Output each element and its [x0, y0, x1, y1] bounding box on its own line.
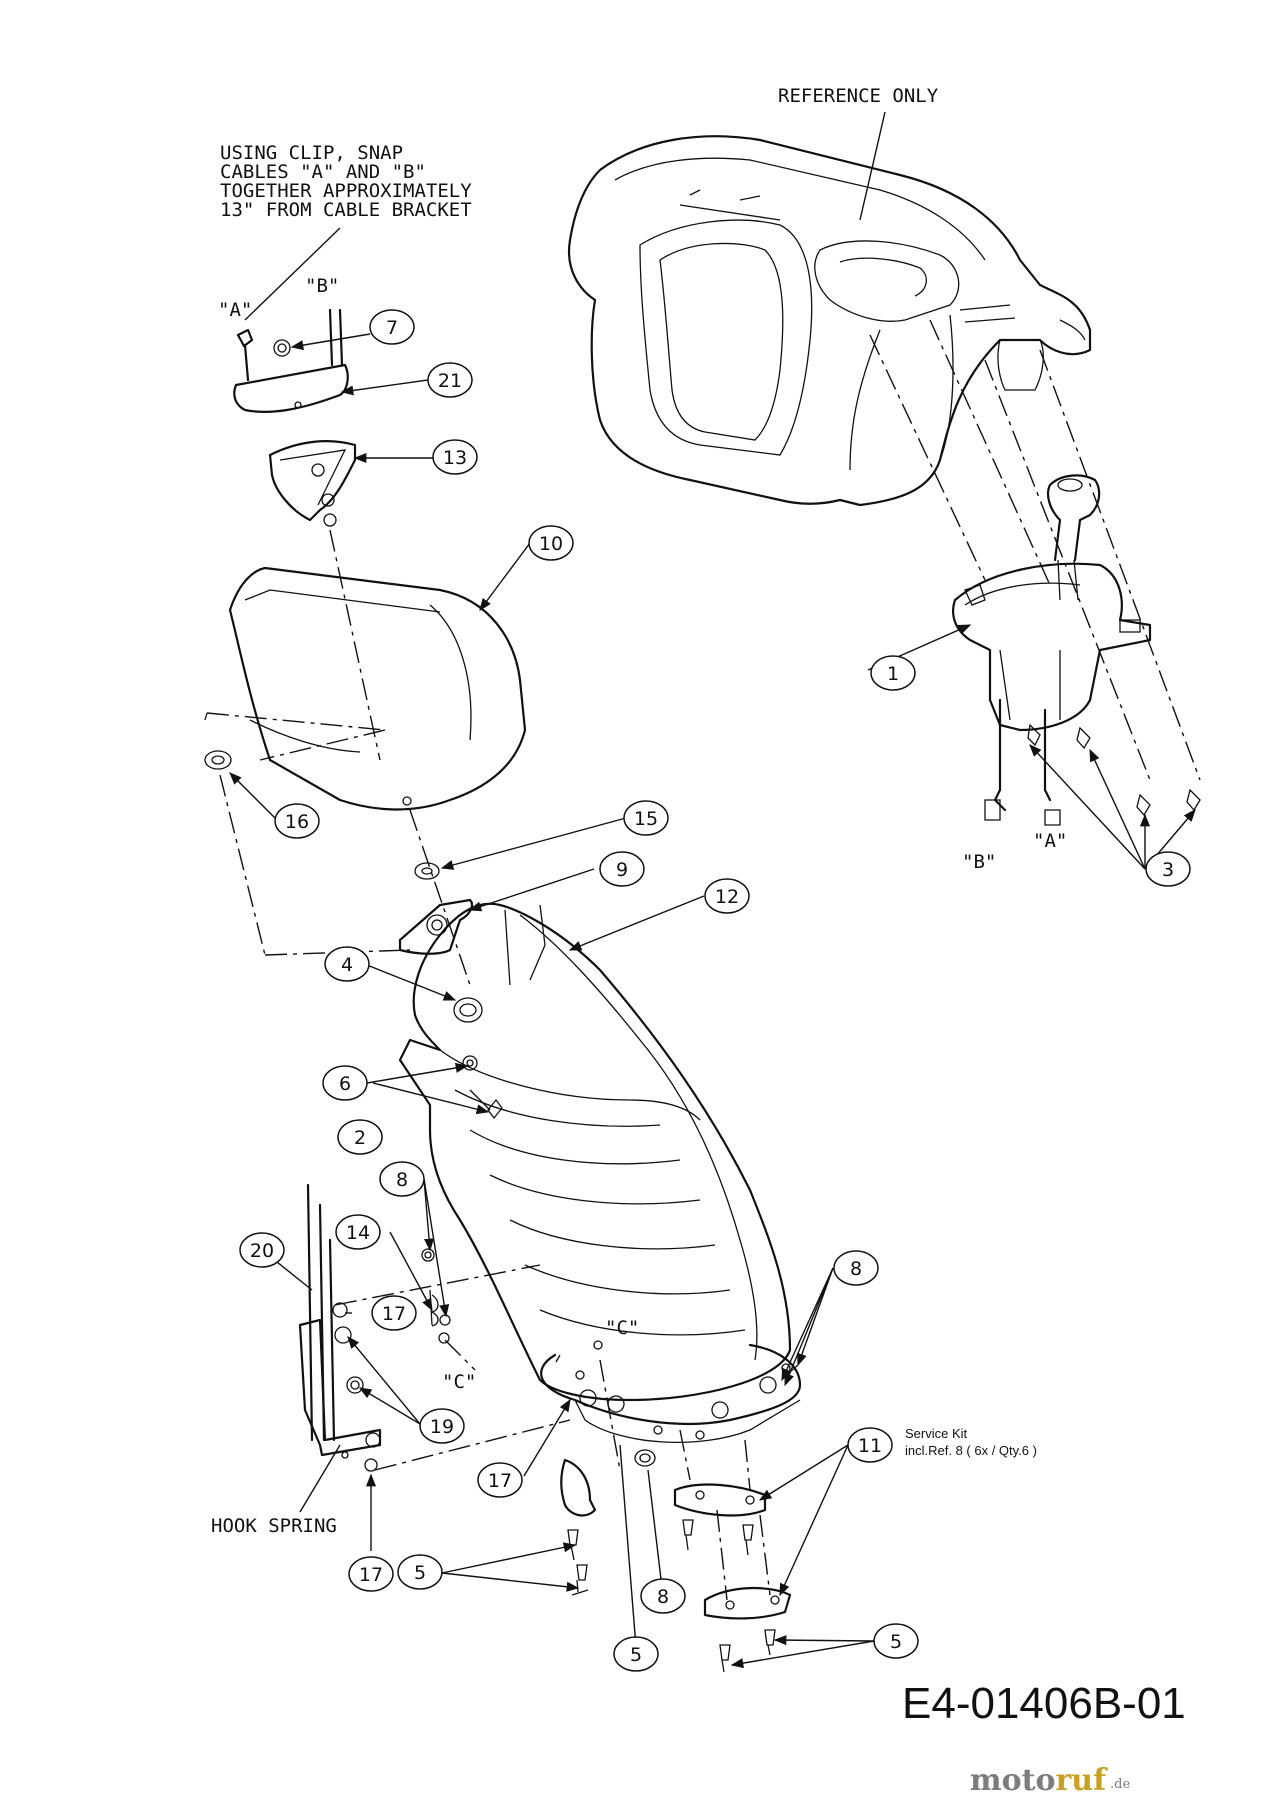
point-c-label-lower: "C"	[442, 1371, 476, 1393]
callout-10: 10	[528, 525, 574, 561]
svg-text:17: 17	[382, 1303, 406, 1325]
svg-text:5: 5	[630, 1644, 642, 1666]
callout-13: 13	[432, 439, 478, 475]
upper-chute	[204, 566, 527, 956]
shift-control-panel	[952, 474, 1201, 826]
svg-text:14: 14	[346, 1222, 370, 1244]
clip-note-line-1: USING CLIP, SNAP	[220, 142, 403, 164]
callout-21: 21	[427, 362, 473, 398]
callout-12: 12	[704, 878, 750, 914]
cable-b-label-right: "B"	[962, 851, 996, 873]
cable-a-label-right: "A"	[1033, 830, 1067, 852]
svg-text:11: 11	[858, 1435, 882, 1457]
callout-5b: 5	[613, 1636, 659, 1672]
svg-text:7: 7	[386, 317, 398, 339]
svg-text:8: 8	[396, 1169, 408, 1191]
svg-text:15: 15	[634, 808, 658, 830]
svg-text:5: 5	[414, 1562, 426, 1584]
callout-leaders	[229, 333, 1196, 1669]
clip-note-line-4: 13" FROM CABLE BRACKET	[220, 199, 472, 221]
point-c-label-upper: "C"	[605, 1317, 639, 1339]
svg-text:21: 21	[438, 370, 462, 392]
watermark-logo: motoruf .de	[970, 1763, 1131, 1798]
svg-text:16: 16	[285, 811, 309, 833]
clip-note-line-3: TOGETHER APPROXIMATELY	[220, 180, 472, 202]
hook-spring-label: HOOK SPRING	[211, 1515, 337, 1537]
callout-14: 14	[335, 1214, 381, 1250]
svg-text:3: 3	[1162, 859, 1174, 881]
callout-8c: 8	[640, 1578, 686, 1614]
svg-text:20: 20	[250, 1240, 274, 1262]
svg-text:19: 19	[430, 1416, 454, 1438]
svg-text:8: 8	[850, 1258, 862, 1280]
svg-text:8: 8	[657, 1586, 669, 1608]
callout-1: 1	[870, 655, 916, 691]
deflector-hardware	[398, 809, 483, 1023]
cable-a-label-left: "A"	[218, 299, 252, 321]
svg-text:17: 17	[359, 1564, 383, 1586]
svg-text:4: 4	[341, 954, 353, 976]
svg-text:10: 10	[539, 533, 563, 555]
svg-text:2: 2	[354, 1127, 366, 1149]
clip-instruction-note: USING CLIP, SNAP CABLES "A" AND "B" TOGE…	[220, 142, 472, 321]
callout-6: 6	[322, 1065, 368, 1101]
svg-text:1: 1	[887, 663, 899, 685]
clip-note-line-2: CABLES "A" AND "B"	[220, 161, 426, 183]
diagram-code: E4-01406B-01	[902, 1679, 1186, 1728]
svg-text:13: 13	[443, 447, 467, 469]
callout-5a: 5	[397, 1554, 443, 1590]
svg-text:9: 9	[616, 859, 628, 881]
callout-5c: 5	[873, 1623, 919, 1659]
cable-b-label-left: "B"	[305, 275, 339, 297]
callout-4: 4	[324, 946, 370, 982]
svg-text:5: 5	[890, 1631, 902, 1653]
callout-7: 7	[369, 309, 415, 345]
service-kit-title: Service Kit	[905, 1426, 968, 1441]
chute-small-parts	[462, 1055, 503, 1120]
lower-chute	[398, 902, 802, 1467]
callout-17c: 17	[348, 1556, 394, 1592]
alignment-lines-upper-right	[869, 319, 1201, 781]
callout-3: 3	[1145, 851, 1191, 887]
callout-19: 19	[419, 1408, 465, 1444]
callout-9: 9	[599, 851, 645, 887]
svg-text:17: 17	[488, 1470, 512, 1492]
svg-text:12: 12	[715, 886, 739, 908]
svg-text:6: 6	[339, 1073, 351, 1095]
svg-text:motoruf: motoruf	[970, 1763, 1108, 1798]
callout-17b: 17	[477, 1462, 523, 1498]
callout-16: 16	[274, 803, 320, 839]
callout-8b: 8	[833, 1250, 879, 1286]
reference-only-label: REFERENCE ONLY	[778, 85, 939, 107]
callout-17a: 17	[371, 1295, 417, 1331]
callout-2: 2	[337, 1119, 383, 1155]
callout-11: 11	[847, 1427, 893, 1463]
service-kit-detail: incl.Ref. 8 ( 6x / Qty.6 )	[905, 1443, 1037, 1458]
chute-retainer-brackets	[560, 1359, 792, 1673]
callout-15: 15	[623, 800, 669, 836]
dash-cover-reference: REFERENCE ONLY	[567, 85, 1092, 507]
callout-20: 20	[239, 1232, 285, 1268]
callout-8a: 8	[379, 1161, 425, 1197]
svg-text:.de: .de	[1110, 1777, 1130, 1792]
cable-bracket	[233, 308, 381, 761]
